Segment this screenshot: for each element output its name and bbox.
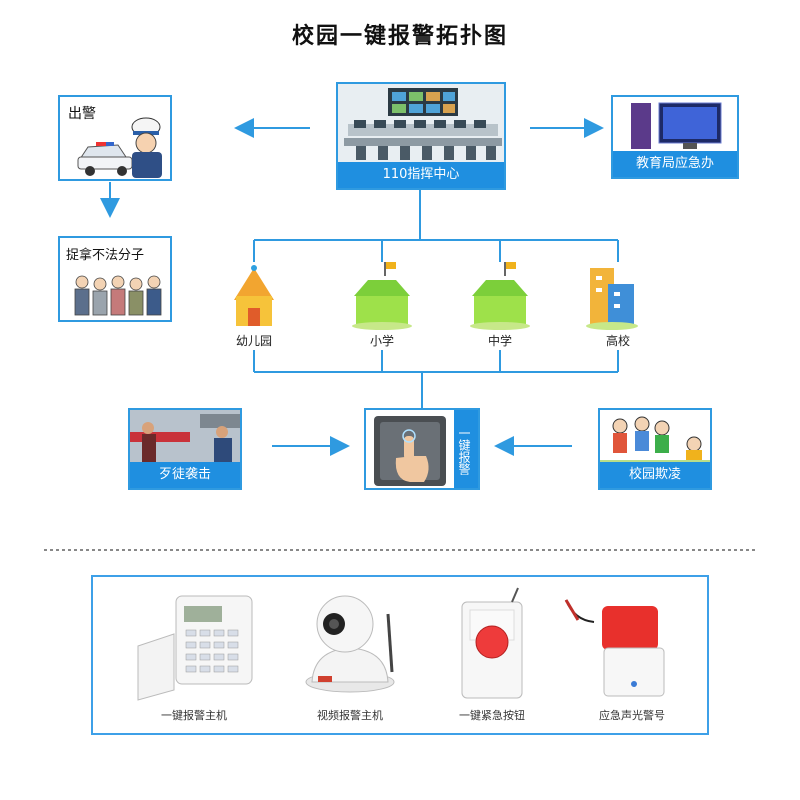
computer-illustration (613, 97, 737, 155)
attack-scene-illustration (130, 410, 240, 468)
diagram-title: 校园一键报警拓扑图 (291, 24, 508, 49)
bullying-box: 校园欺凌 (598, 408, 712, 490)
arrest-illustration (74, 275, 162, 316)
education-bureau-label: 教育局应急办 (613, 151, 737, 177)
attack-label: 歹徒袭击 (130, 462, 240, 488)
one-key-alarm-box: 一键报警 (364, 408, 480, 490)
school-label-kindergarten: 幼儿园 (235, 334, 272, 348)
arrest-label: 捉拿不法分子 (66, 248, 145, 263)
police-dispatch-label: 出警 (68, 106, 96, 122)
bullying-label: 校园欺凌 (600, 462, 710, 488)
device-label-alarm-host: 一键报警主机 (161, 709, 227, 722)
middle-school-icon (470, 262, 530, 330)
primary-school-icon (352, 262, 412, 330)
police-dispatch-box: 出警 (58, 95, 172, 181)
school-label-middle: 中学 (487, 334, 512, 348)
device-label-siren: 应急声光警号 (599, 709, 665, 722)
education-bureau-box: 教育局应急办 (611, 95, 739, 179)
monitor-wall-illustration (338, 84, 504, 166)
school-label-university: 高校 (605, 334, 630, 348)
arrest-box: 捉拿不法分子 (58, 236, 172, 322)
siren-icon (564, 599, 665, 697)
alarm-host-icon (137, 595, 253, 701)
kindergarten-icon (234, 265, 274, 326)
command-center-box: 110指挥中心 (336, 82, 506, 190)
device-label-emergency-button: 一键紧急按钮 (459, 709, 525, 722)
hand-press-illustration (374, 410, 478, 488)
attack-box: 歹徒袭击 (128, 408, 242, 490)
command-center-label: 110指挥中心 (338, 162, 504, 188)
device-label-video-host: 视频报警主机 (317, 709, 383, 722)
emergency-button-icon (461, 587, 523, 699)
school-label-primary: 小学 (369, 334, 394, 348)
police-car-illustration (77, 117, 162, 178)
video-alarm-host-icon (305, 595, 395, 693)
bullying-scene-illustration (600, 410, 710, 468)
university-icon (586, 268, 638, 330)
one-key-alarm-label: 一键报警 (457, 427, 471, 475)
